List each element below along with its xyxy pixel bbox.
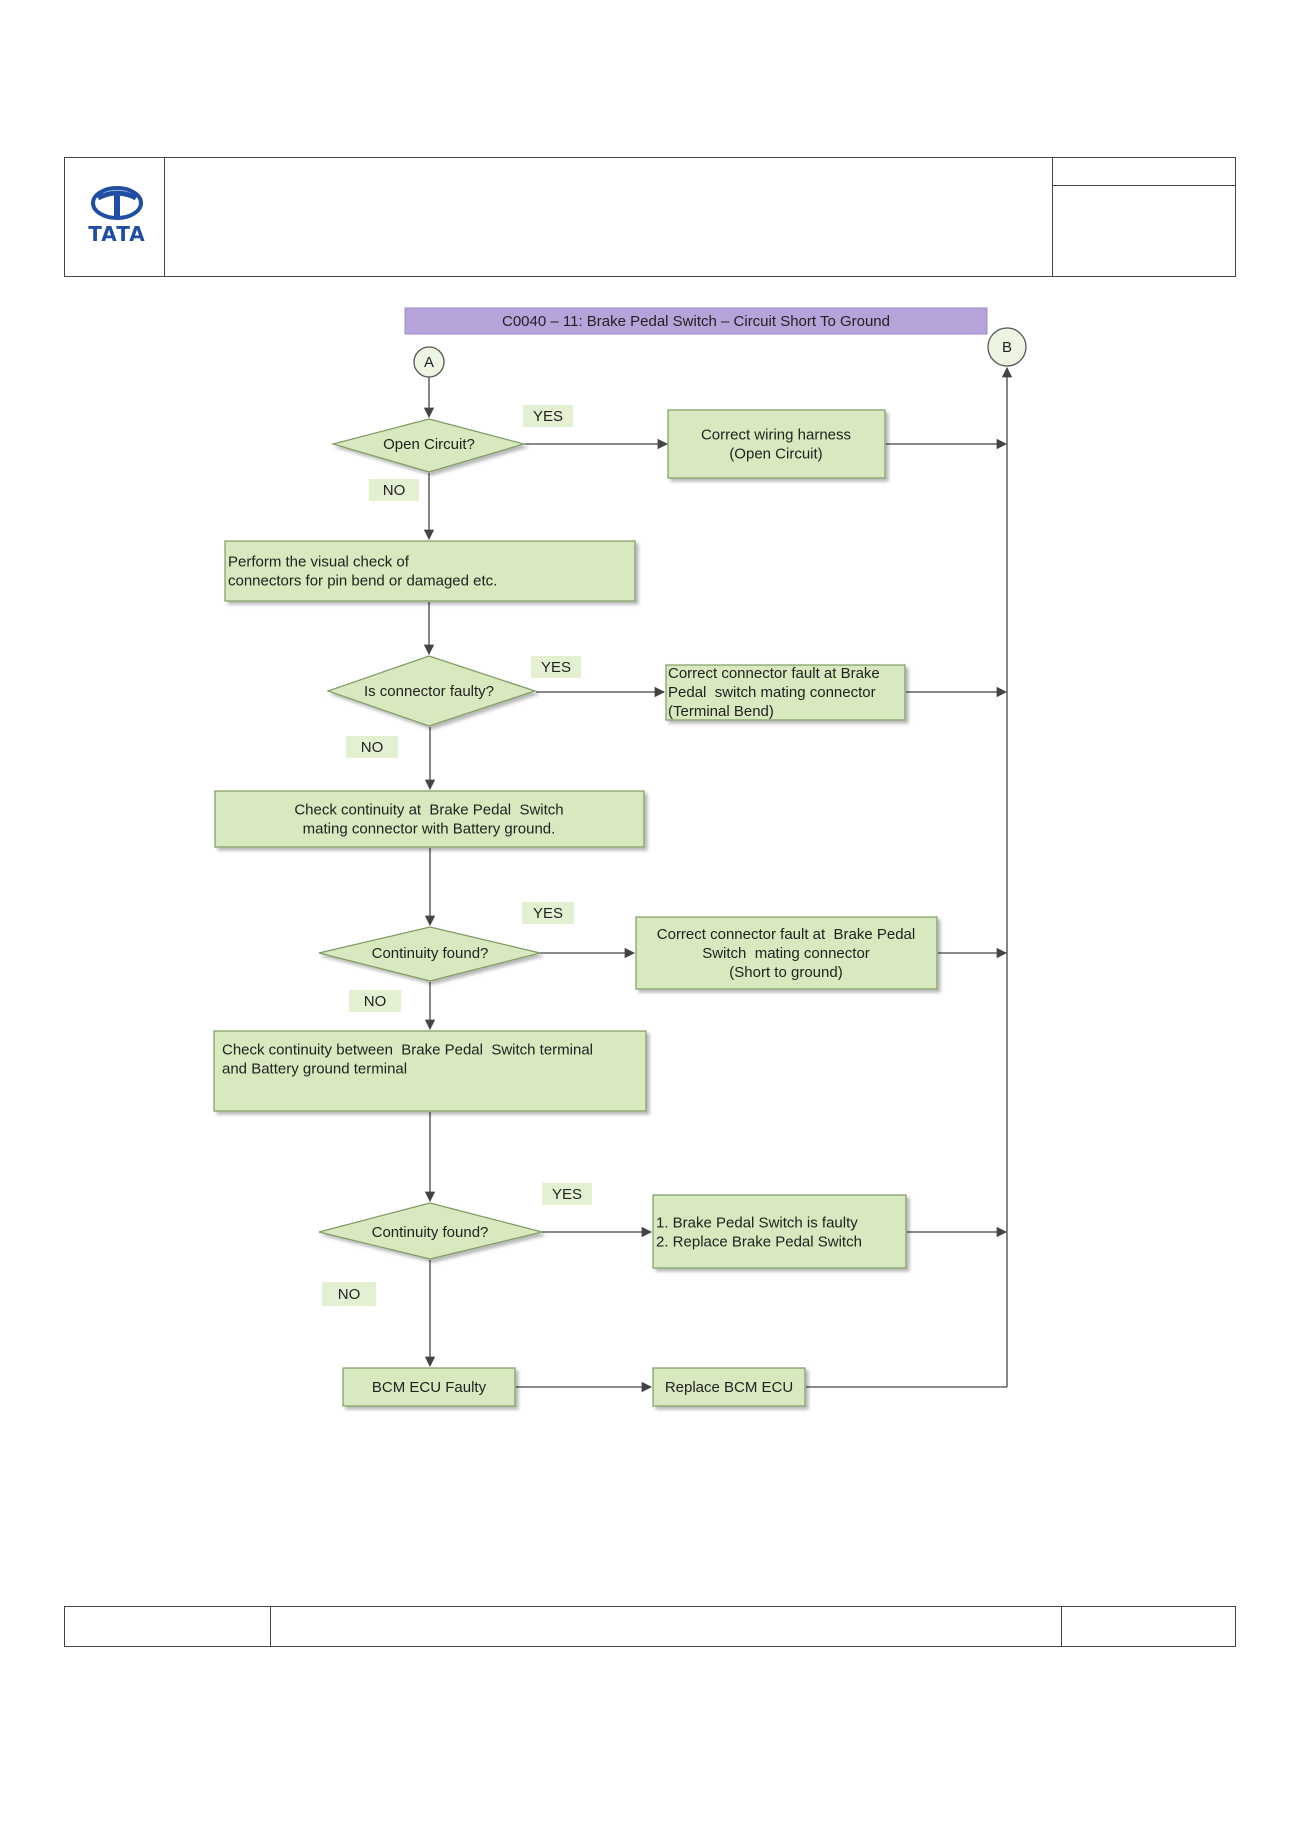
svg-text:Correct wiring harness(Open Ci: Correct wiring harness (Open Circuit) bbox=[701, 427, 851, 463]
tata-logo-icon bbox=[91, 186, 143, 220]
node-text-line: Replace BCM ECU bbox=[665, 1379, 793, 1396]
svg-text:Continuity found?: Continuity found? bbox=[372, 945, 489, 962]
svg-text:1. Brake Pedal Switch is fault: 1. Brake Pedal Switch is faulty 2. Replac… bbox=[656, 1215, 862, 1251]
svg-text:YES: YES bbox=[533, 408, 563, 425]
connector-b: B bbox=[987, 327, 1027, 367]
label-no-2: NO bbox=[346, 736, 398, 758]
svg-text:Check continuity at Brake Ped: Check continuity at Brake Pedal Switch ma… bbox=[294, 802, 563, 838]
svg-text:YES: YES bbox=[533, 905, 563, 922]
node-text-line: Perform the visual check of bbox=[228, 554, 410, 571]
process-bcm-ecu-faulty: BCM ECU Faulty bbox=[342, 1367, 516, 1407]
connector-a: A bbox=[413, 346, 445, 378]
svg-text:NO: NO bbox=[361, 739, 384, 756]
node-text-line: (Open Circuit) bbox=[729, 446, 822, 463]
result-switch-faulty: 1. Brake Pedal Switch is faulty 2. Replac… bbox=[652, 1194, 907, 1269]
node-text-line: and Battery ground terminal bbox=[222, 1061, 407, 1078]
svg-text:Continuity found?: Continuity found? bbox=[372, 1224, 489, 1241]
node-text-line: BCM ECU Faulty bbox=[372, 1379, 487, 1396]
label-no-1: NO bbox=[369, 479, 419, 501]
node-text-line: Continuity found? bbox=[372, 1224, 489, 1241]
label-no-4: NO bbox=[322, 1282, 376, 1306]
decision-open-circuit: Open Circuit? bbox=[330, 418, 527, 473]
node-text-line: Correct wiring harness bbox=[701, 427, 851, 444]
label-yes-4: YES bbox=[542, 1183, 592, 1205]
decision-continuity-found-1: Continuity found? bbox=[318, 926, 541, 982]
label-no-3: NO bbox=[349, 990, 401, 1012]
label-yes-3: YES bbox=[522, 902, 574, 924]
node-text-line: Check continuity between Brake Pedal Swi… bbox=[222, 1042, 593, 1059]
node-text-line: Pedal switch mating connector bbox=[668, 684, 876, 701]
flow-lines bbox=[423, 366, 1013, 1393]
node-text-line: Switch mating connector bbox=[702, 945, 870, 962]
node-text-line: Continuity found? bbox=[372, 945, 489, 962]
node-text-line: Is connector faulty? bbox=[364, 683, 494, 700]
process-visual-check: Perform the visual check of connectors fo… bbox=[224, 540, 636, 602]
decision-connector-faulty: Is connector faulty? bbox=[326, 655, 537, 727]
node-text-line: (Short to ground) bbox=[729, 964, 842, 981]
svg-text:Correct connector fault at Br: Correct connector fault at Brake PedalSw… bbox=[657, 926, 915, 981]
node-text-line: Check continuity at Brake Pedal Switch bbox=[294, 802, 563, 819]
title-bar bbox=[404, 307, 988, 335]
result-replace-bcm-ecu: Replace BCM ECU bbox=[652, 1367, 806, 1407]
svg-text:Replace BCM ECU: Replace BCM ECU bbox=[665, 1379, 793, 1396]
svg-text:NO: NO bbox=[338, 1286, 361, 1303]
svg-text:BCM ECU Faulty: BCM ECU Faulty bbox=[372, 1379, 487, 1396]
svg-text:Check continuity between Brak: Check continuity between Brake Pedal Swi… bbox=[222, 1042, 593, 1078]
header-logo-cell bbox=[64, 157, 165, 277]
node-text-line: connectors for pin bend or damaged etc. bbox=[228, 573, 497, 590]
node-text-line: 1. Brake Pedal Switch is faulty bbox=[656, 1215, 858, 1232]
svg-text:NO: NO bbox=[383, 482, 406, 499]
result-correct-wiring-harness: Correct wiring harness (Open Circuit) bbox=[667, 409, 886, 479]
footer-right-cell bbox=[1061, 1606, 1236, 1647]
node-text-line: mating connector with Battery ground. bbox=[303, 821, 556, 838]
logo-wordmark: TATA bbox=[88, 222, 146, 246]
flow-title: C0040 – 11: Brake Pedal Switch – Circuit… bbox=[502, 313, 890, 330]
node-text-line: Correct connector fault at Brake Pedal bbox=[657, 926, 915, 943]
svg-text:Open Circuit?: Open Circuit? bbox=[383, 436, 475, 453]
footer-left-cell bbox=[64, 1606, 271, 1647]
node-text-line: Open Circuit? bbox=[383, 436, 475, 453]
decision-continuity-found-2: Continuity found? bbox=[318, 1202, 543, 1260]
label-yes-1: YES bbox=[523, 405, 573, 427]
process-check-continuity-terminal: Check continuity between Brake Pedal Swi… bbox=[213, 1030, 647, 1112]
label-yes-2: YES bbox=[531, 656, 581, 678]
svg-text:YES: YES bbox=[552, 1186, 582, 1203]
node-text-line: 2. Replace Brake Pedal Switch bbox=[656, 1234, 862, 1251]
svg-text:YES: YES bbox=[541, 659, 571, 676]
header-right-divider bbox=[1052, 157, 1236, 186]
svg-text:A: A bbox=[424, 354, 434, 371]
process-check-continuity-ground: Check continuity at Brake Pedal Switch ma… bbox=[214, 790, 645, 848]
svg-text:NO: NO bbox=[364, 993, 387, 1010]
svg-text:Is connector faulty?: Is connector faulty? bbox=[364, 683, 494, 700]
svg-text:B: B bbox=[1002, 339, 1012, 356]
node-text-line: Correct connector fault at Brake bbox=[668, 665, 880, 682]
node-text-line: (Terminal Bend) bbox=[668, 703, 774, 720]
